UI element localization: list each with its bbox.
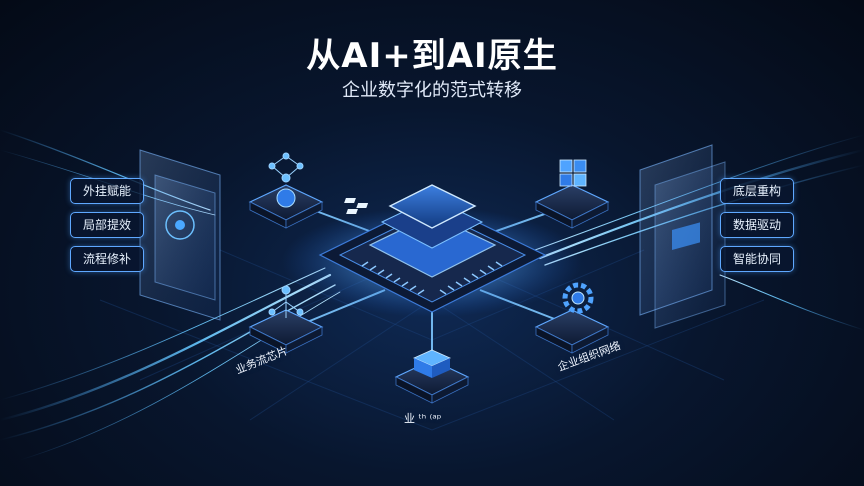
left-item-3: 流程修补	[70, 246, 145, 272]
stack-icon	[413, 349, 451, 378]
target-icon-core	[175, 220, 185, 230]
network-nodes-icon	[268, 152, 304, 183]
node-bottom-left	[248, 285, 324, 354]
bottom-node-label: 业 ᵗʰ ⁽ᵃᵖ	[404, 412, 442, 425]
target-icon	[165, 210, 195, 240]
node-bottom-right	[534, 282, 610, 354]
left-glass-panels	[139, 149, 221, 321]
right-item-1: 底层重构	[720, 178, 795, 204]
node-bottom	[394, 349, 470, 404]
right-item-2: 数据驱动	[720, 212, 795, 238]
tree-nodes-icon	[268, 285, 304, 318]
page-title: 从AI+到AI原生	[306, 36, 558, 76]
page-subtitle: 企业数字化的范式转移	[342, 80, 522, 101]
node-top-left	[248, 152, 324, 229]
chip-pins	[361, 261, 503, 295]
left-item-2: 局部提效	[70, 212, 145, 238]
node-top-right	[534, 159, 610, 229]
chip-top	[388, 184, 477, 229]
left-item-1: 外挂赋能	[70, 178, 145, 204]
gear-icon	[562, 282, 594, 314]
screen-icon	[672, 222, 700, 250]
right-glass-panels	[639, 144, 726, 329]
right-item-3: 智能协同	[720, 246, 795, 272]
chip-logo-icon	[344, 198, 369, 214]
central-chip	[282, 184, 582, 317]
cubes-icon	[559, 159, 587, 187]
